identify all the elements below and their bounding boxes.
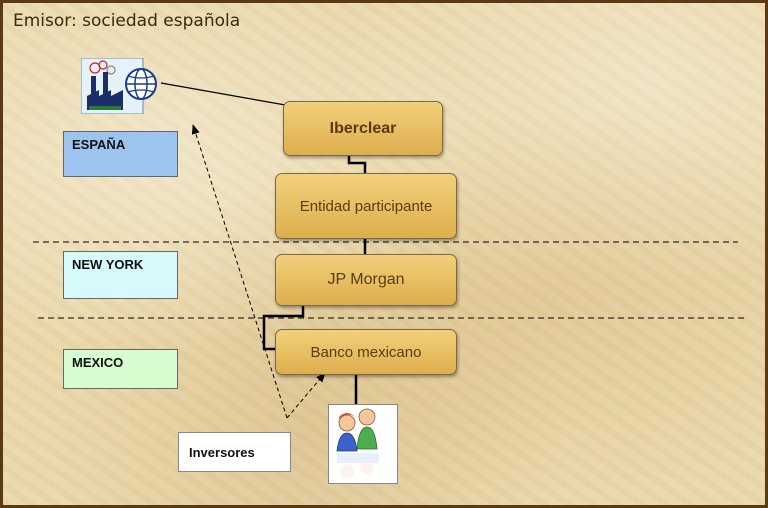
node-entidad-participante: Entidad participante [275,173,457,239]
region-label-mexico: MEXICO [63,349,178,389]
node-jp-morgan: JP Morgan [275,254,457,306]
region-label-spain: ESPAÑA [63,131,178,177]
slide-title: Emisor: sociedad española [13,11,241,31]
flow-arrow-to-issuer [191,124,288,419]
node-banco-mexicano: Banco mexicano [275,329,457,375]
issuer-link [160,82,292,107]
iberclear-participant-link [347,156,367,173]
people-icon [336,408,379,478]
investors-card [328,404,398,484]
investors-label: Inversores [178,432,291,472]
node-iberclear: Iberclear [283,101,443,156]
region-label-new-york: NEW YORK [63,251,178,299]
factory-globe-icon [80,57,161,115]
connector-lines [33,82,748,419]
slide: Emisor: sociedad española ESPAÑA NEW YOR… [3,3,765,505]
jpmorgan-banco-link [262,306,305,351]
flow-arrow-to-banco [286,372,326,419]
